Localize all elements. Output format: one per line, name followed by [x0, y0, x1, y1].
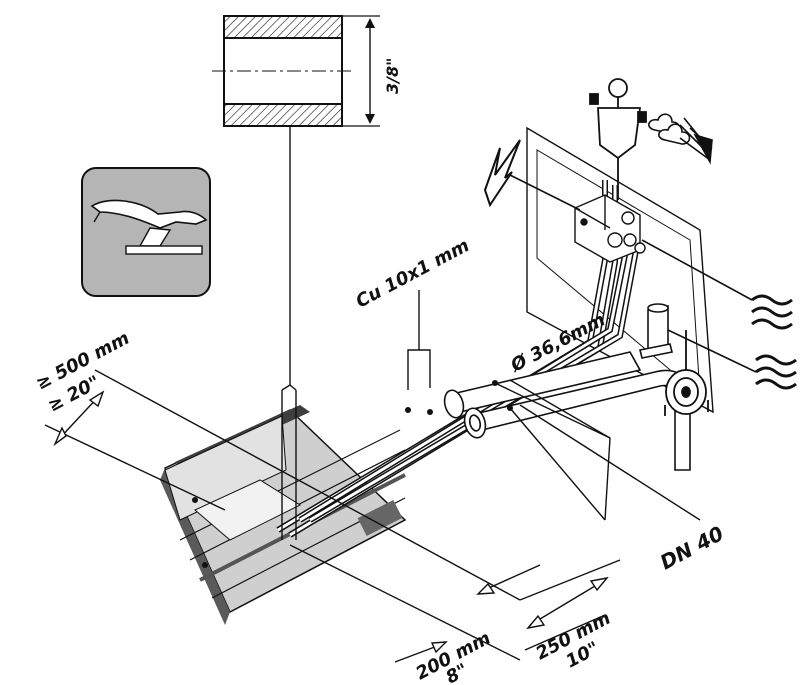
dn-label: DN 40 — [656, 521, 728, 574]
water-leader-2 — [667, 329, 757, 373]
leader-lines — [281, 290, 701, 540]
valve-block — [574, 194, 646, 263]
lightning-icon — [483, 139, 581, 211]
drain-icon — [664, 330, 709, 416]
suction-spray-icon — [648, 113, 713, 165]
dimension-lines — [44, 369, 621, 663]
cu-pipe-label: Cu 10x1 mm — [352, 235, 472, 312]
dental-chair-icon — [81, 167, 211, 297]
pipe-cross-section — [212, 15, 380, 385]
supply-lines — [276, 180, 639, 538]
water-waves-icon — [751, 294, 797, 390]
pipe-size-label: 3/8" — [383, 58, 402, 94]
floor-box — [160, 405, 407, 625]
water-leader-1 — [641, 239, 753, 301]
compressed-air-icon — [589, 78, 647, 200]
